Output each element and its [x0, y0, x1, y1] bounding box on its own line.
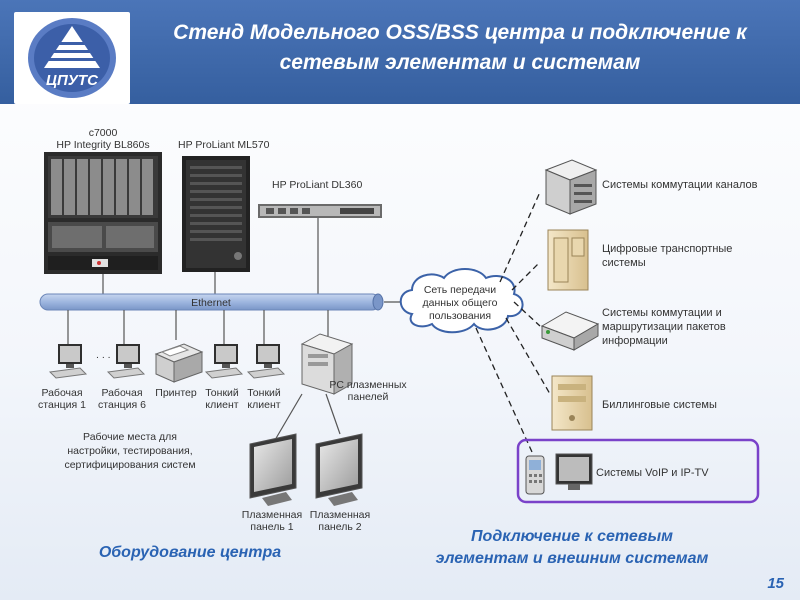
blade-label-line-1: c7000: [89, 127, 118, 139]
title-line-1: Стенд Модельного OSS/BSS центра и подклю…: [173, 21, 747, 44]
thin1-label-2: клиент: [205, 399, 238, 411]
thin2-label-2: клиент: [247, 399, 280, 411]
logo-emblem: ЦПУТС: [28, 18, 116, 98]
tower-server-icon: [182, 156, 250, 272]
workplaces-caption-3: сертифицирования систем: [64, 459, 195, 471]
system-label-packet-1: Системы коммутации и: [602, 307, 722, 319]
plasma-pc-label-1: PC плазменных: [329, 379, 407, 391]
printer-icon: [154, 343, 204, 383]
external-links: [475, 191, 551, 453]
voip-highlight-box: [516, 438, 760, 504]
panel2-label-2: панель 2: [318, 521, 361, 533]
ws6-label-2: станция 6: [98, 399, 146, 411]
ethernet-bus: [39, 293, 384, 311]
system-label-billing: Биллинговые системы: [602, 399, 717, 411]
blade-enclosure-icon: [44, 152, 162, 274]
thin2-label-1: Тонкий: [247, 387, 281, 399]
workstation-1-icon: [48, 344, 88, 379]
system-label-transport-2: системы: [602, 257, 646, 269]
plasma-pc-icon: [300, 333, 354, 395]
logo: ЦПУТС: [14, 12, 130, 104]
plasma-panel-2-icon: [315, 433, 363, 506]
cloud-label-line-2: данных общего: [423, 297, 498, 309]
blade-label-line-2: HP Integrity BL860s: [56, 139, 149, 151]
panel2-label-1: Плазменная: [310, 509, 370, 521]
page-title: Стенд Модельного OSS/BSS центра и подклю…: [140, 18, 780, 88]
workplaces-caption-2: настройки, тестирования,: [67, 445, 192, 457]
workstation-links: [67, 310, 341, 441]
ws1-label-2: станция 1: [38, 399, 86, 411]
server-links: [102, 218, 319, 294]
plasma-panel-1-icon: [249, 433, 297, 506]
system-label-transport-1: Цифровые транспортные: [602, 243, 732, 255]
plasma-pc-label-2: панелей: [348, 391, 389, 403]
workstation-6-icon: [106, 344, 146, 379]
title-line-2: сетевым элементам и системам: [279, 51, 641, 74]
footer-right-caption: Подключение к сетевым элементам и внешни…: [392, 526, 752, 570]
ml570-label: HP ProLiant ML570: [178, 139, 270, 151]
footer-left-caption: Оборудование центра: [98, 544, 282, 561]
transport-systems-icon: [547, 229, 589, 291]
thin-client-1-icon: [204, 344, 244, 379]
system-label-circuit: Системы коммутации каналов: [602, 179, 758, 191]
logo-text: ЦПУТС: [46, 72, 99, 89]
footer-right-line-2: элементам и внешним системам: [435, 550, 709, 567]
printer-label: Принтер: [155, 387, 197, 399]
cloud-label-line-3: пользования: [429, 310, 491, 322]
cloud-icon: [399, 268, 524, 334]
ws1-label-1: Рабочая: [41, 387, 82, 399]
thin-client-2-icon: [246, 344, 286, 379]
ethernet-label: Ethernet: [191, 297, 231, 309]
panel1-label-2: панель 1: [250, 521, 293, 533]
system-label-voip: Системы VoIP и IP-TV: [596, 467, 709, 479]
workplaces-caption-1: Рабочие места для: [83, 431, 177, 443]
network-diagram: c7000 HP Integrity BL860s HP ProLiant ML…: [38, 127, 760, 533]
router-icon: [540, 311, 600, 351]
thin1-label-1: Тонкий: [205, 387, 239, 399]
panel1-label-1: Плазменная: [242, 509, 302, 521]
phone-icon: [525, 455, 545, 495]
dl360-label: HP ProLiant DL360: [272, 179, 362, 191]
system-label-packet-2: маршрутизации пакетов: [602, 321, 726, 333]
cloud-label-line-1: Сеть передачи: [424, 284, 496, 296]
footer-right-line-1: Подключение к сетевым: [471, 528, 673, 545]
circuit-switching-icon: [544, 159, 598, 215]
rack-server-icon: [258, 204, 382, 218]
ws-ellipsis: . . .: [96, 349, 111, 361]
monitor-icon: [555, 453, 593, 490]
system-label-packet-3: информации: [602, 335, 668, 347]
page-number: 15: [767, 575, 784, 592]
ws6-label-1: Рабочая: [101, 387, 142, 399]
header-bar: ЦПУТС Стенд Модельного OSS/BSS центра и …: [0, 0, 800, 104]
billing-server-icon: [551, 375, 593, 431]
